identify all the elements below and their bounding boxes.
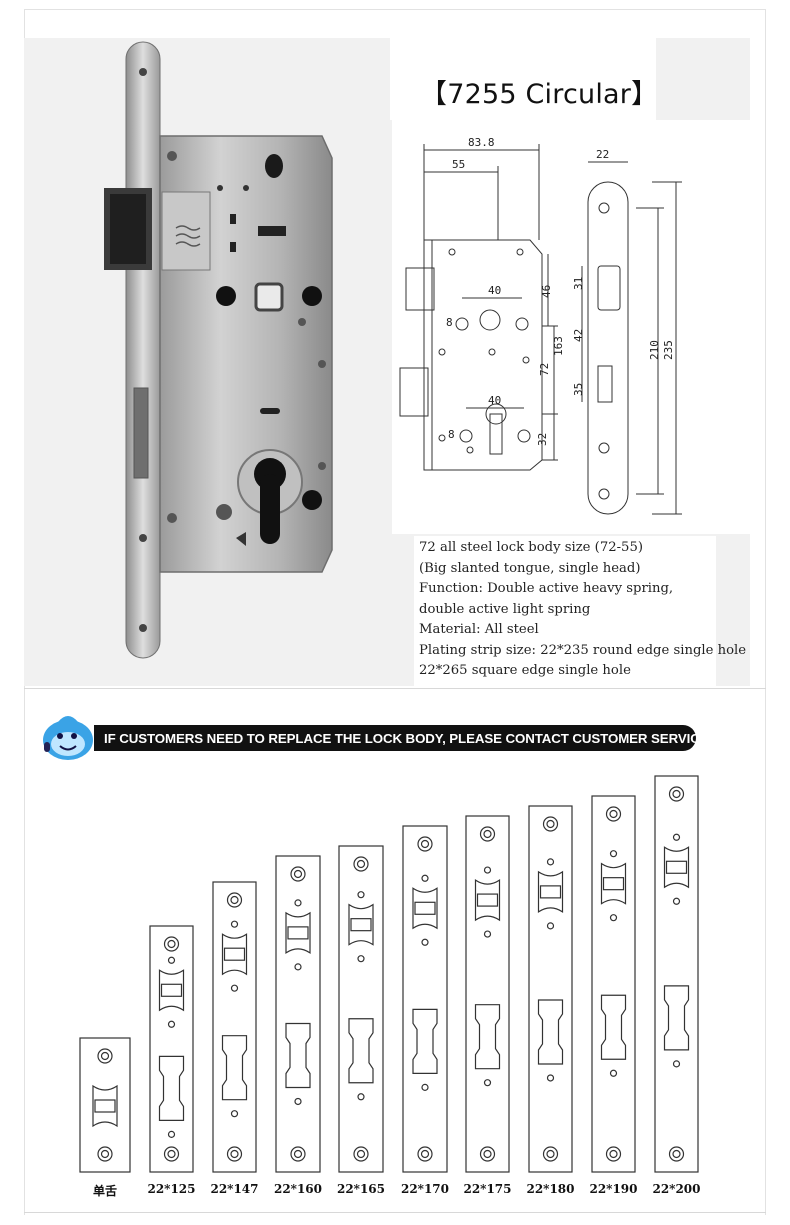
dim-163: 163 — [552, 336, 565, 356]
strike-plate — [591, 795, 636, 1173]
spec-line: Plating strip size: 22*235 round edge si… — [419, 642, 747, 658]
spec-line: 22*265 square edge single hole — [419, 663, 631, 678]
strike-plate — [149, 925, 194, 1173]
strip-size-label: 22*180 — [526, 1182, 575, 1196]
spec-line: Material: All steel — [419, 622, 539, 637]
dim-83-8: 83.8 — [468, 136, 495, 149]
spec-line: (Big slanted tongue, single head) — [419, 560, 641, 576]
strike-plate — [528, 805, 573, 1173]
strike-plate-lineup — [79, 775, 699, 1173]
strip-size-label: 22*125 — [147, 1182, 196, 1196]
dim-235: 235 — [662, 340, 675, 360]
spec-line: 72 all steel lock body size (72-55) — [419, 540, 643, 555]
strip-size-label: 22*200 — [652, 1182, 701, 1196]
strike-plate — [338, 845, 384, 1173]
lock-body-photo — [104, 41, 333, 659]
dim-31: 31 — [572, 277, 585, 290]
banner-text: IF CUSTOMERS NEED TO REPLACE THE LOCK BO… — [104, 731, 709, 746]
top-rule — [24, 9, 766, 10]
dim-40-bottom: 40 — [488, 394, 501, 407]
technical-drawing-box — [392, 120, 750, 534]
strip-size-label: 22*170 — [400, 1182, 450, 1196]
strike-plate — [212, 881, 257, 1173]
strike-plate — [654, 775, 699, 1173]
spec-line: Function: Double active heavy spring, — [419, 581, 674, 596]
dim-8-top: 8 — [446, 316, 453, 329]
specs-box — [414, 536, 716, 686]
strike-plate — [275, 855, 321, 1173]
dim-210: 210 — [648, 340, 661, 360]
strip-size-label: 22*190 — [589, 1182, 638, 1196]
title-box — [390, 38, 656, 120]
technical-drawing: 83.8 55 22 40 46 8 42 31 163 72 210 235 … — [399, 136, 682, 515]
dim-55: 55 — [452, 158, 465, 171]
bottom-rule — [24, 1212, 766, 1213]
strip-size-label: 单舌 — [92, 1184, 118, 1198]
dim-72: 72 — [538, 363, 551, 376]
customer-service-banner — [94, 725, 696, 751]
product-title: 【7255 Circular】 — [420, 79, 659, 110]
strike-plate — [79, 1037, 131, 1173]
strip-size-label: 22*160 — [273, 1182, 323, 1196]
strip-size-label: 22*165 — [336, 1182, 386, 1196]
dim-40-top: 40 — [488, 284, 501, 297]
dim-42: 42 — [572, 329, 585, 342]
spec-list: 72 all steel lock body size (72-55) (Big… — [419, 538, 769, 682]
strip-size-label: 22*147 — [210, 1182, 259, 1196]
dim-46: 46 — [540, 285, 553, 298]
strike-plate — [402, 825, 448, 1173]
section-divider — [24, 688, 766, 689]
dim-22: 22 — [596, 148, 609, 161]
dim-8-bottom: 8 — [448, 428, 455, 441]
strike-plate — [465, 815, 510, 1173]
spec-line: double active light spring — [419, 601, 591, 617]
dim-32: 32 — [536, 433, 549, 446]
dim-35: 35 — [572, 383, 585, 396]
mascot-icon — [43, 716, 93, 760]
strip-size-label: 22*175 — [463, 1182, 512, 1196]
